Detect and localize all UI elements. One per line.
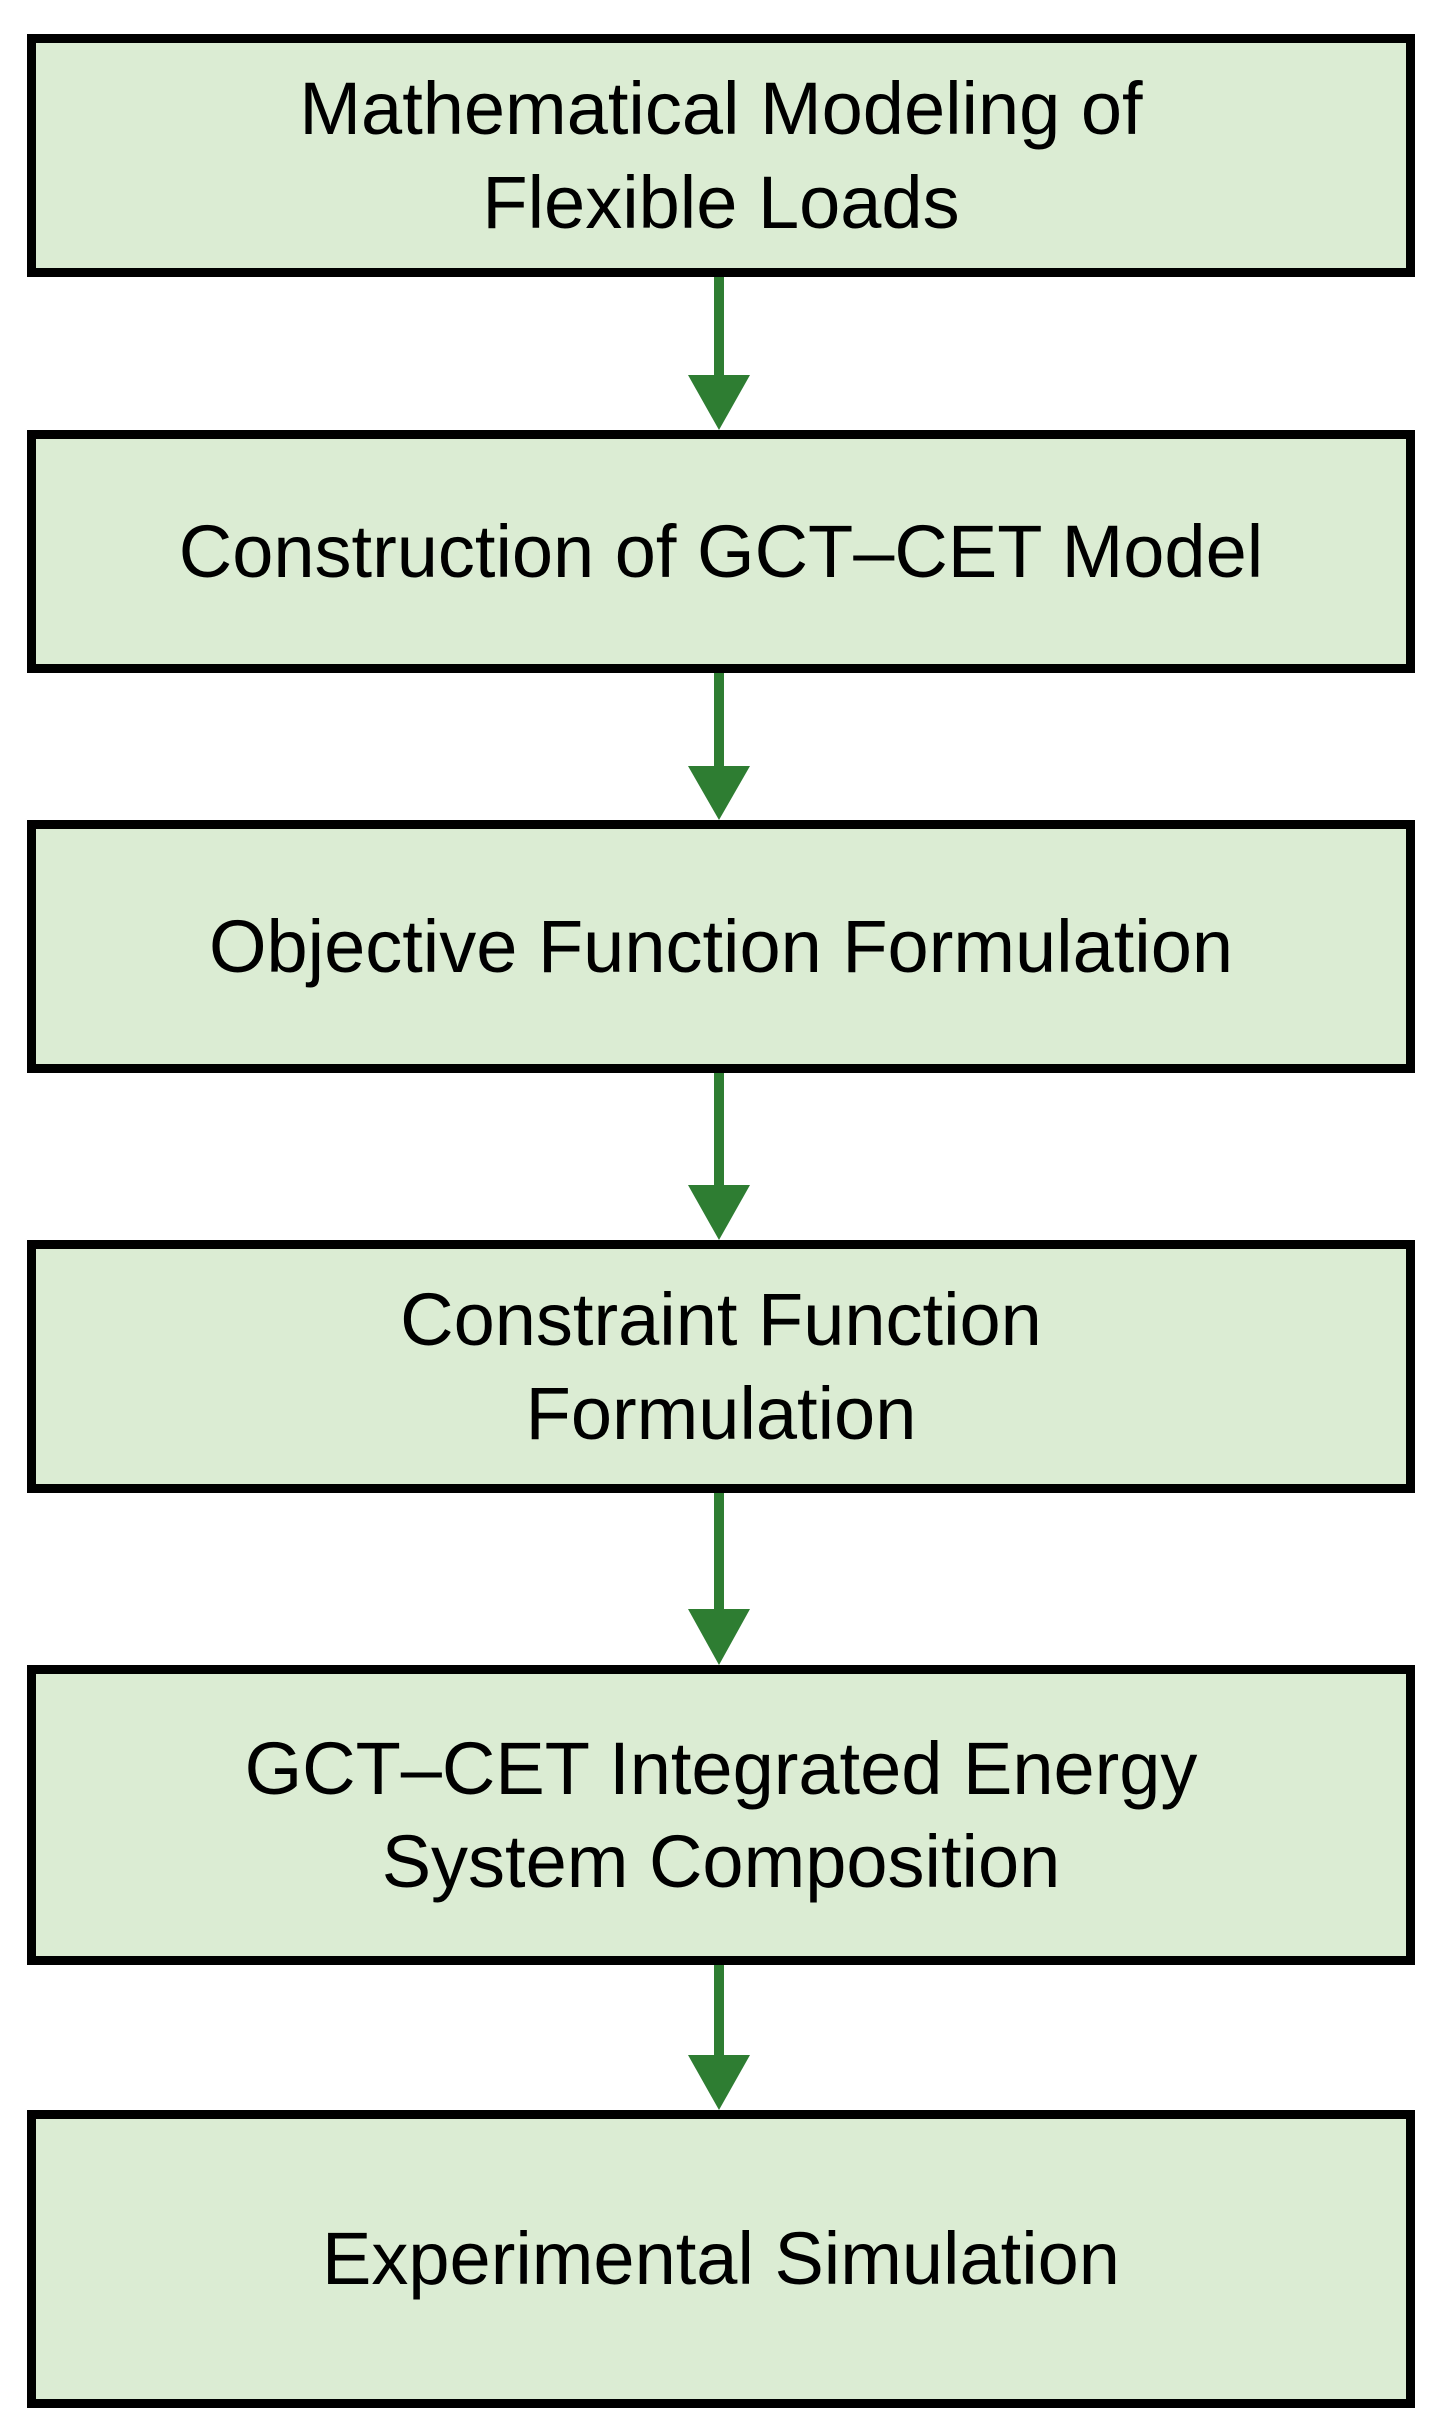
flow-node-label: Mathematical Modeling of Flexible Loads (299, 67, 1143, 244)
arrow-down-icon (687, 277, 750, 430)
flow-arrow-3 (684, 1073, 754, 1240)
flow-arrow-5 (684, 1965, 754, 2110)
flow-node-experimental-simulation[interactable]: Experimental Simulation (27, 2110, 1415, 2408)
flow-node-objective-function[interactable]: Objective Function Formulation (27, 820, 1415, 1073)
flow-arrow-4 (684, 1493, 754, 1665)
flow-node-gct-cet-model-construction[interactable]: Construction of GCT–CET Model (27, 430, 1415, 673)
arrow-down-icon (687, 673, 750, 820)
flow-node-label: Constraint Function Formulation (400, 1278, 1042, 1455)
flow-node-mathematical-modeling[interactable]: Mathematical Modeling of Flexible Loads (27, 34, 1415, 277)
arrow-down-icon (687, 1493, 750, 1665)
flow-arrow-2 (684, 673, 754, 820)
flow-arrow-1 (684, 277, 754, 430)
arrow-down-icon (687, 1073, 750, 1240)
flow-node-label: Experimental Simulation (322, 2217, 1120, 2301)
flow-node-label: Objective Function Formulation (208, 904, 1234, 988)
flow-node-label: GCT–CET Integrated Energy System Composi… (244, 1726, 1198, 1903)
arrow-down-icon (687, 1965, 750, 2110)
flow-node-integrated-energy-system[interactable]: GCT–CET Integrated Energy System Composi… (27, 1665, 1415, 1965)
flow-node-constraint-function[interactable]: Constraint Function Formulation (27, 1240, 1415, 1493)
flow-node-label: Construction of GCT–CET Model (178, 509, 1264, 593)
